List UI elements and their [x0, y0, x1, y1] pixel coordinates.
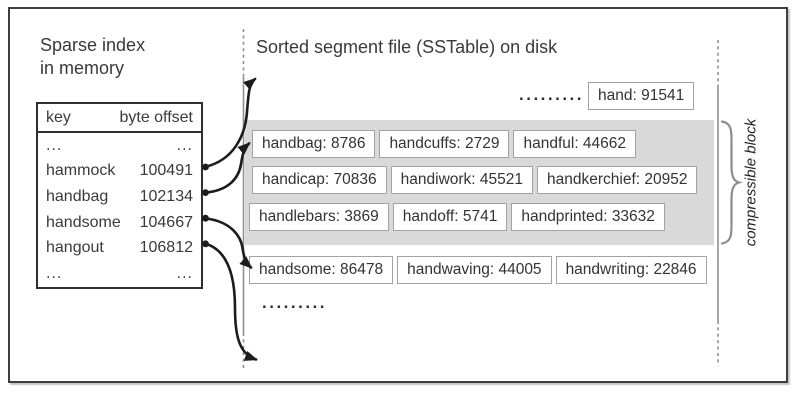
- segment-entry: handlebars: 3869: [249, 203, 389, 231]
- segment-entry: handwriting: 22846: [555, 256, 707, 284]
- index-key: ...: [46, 264, 63, 282]
- segment-entry: handful: 44662: [513, 130, 637, 158]
- index-table-row: hangout 106812: [38, 235, 201, 261]
- segment-file-title: Sorted segment file (SSTable) on disk: [256, 37, 558, 57]
- sparse-index-table: key byte offset ...... hammock 100491 handb…: [36, 102, 203, 289]
- index-table-row: hammock 100491: [38, 159, 201, 185]
- col-header-byte-offset: byte offset: [119, 108, 193, 126]
- segment-entry: handsome: 86478: [249, 256, 394, 284]
- index-byte-offset: 100491: [139, 162, 193, 180]
- index-table-row: ......: [38, 261, 201, 287]
- index-table-row: ......: [38, 133, 201, 159]
- segment-entry: handbag: 8786: [252, 130, 376, 158]
- index-byte-offset: ...: [176, 264, 193, 282]
- ellipsis-top: .........: [519, 85, 585, 104]
- index-table-header: key byte offset: [38, 104, 201, 133]
- index-key: ...: [46, 136, 63, 154]
- segment-entry: handicap: 70836: [252, 166, 387, 194]
- segment-row-top: hand: 91541: [588, 82, 695, 110]
- segment-entry: handcuffs: 2729: [379, 130, 510, 158]
- segment-entry: handoff: 5741: [392, 203, 508, 231]
- compressible-block-label: compressible block: [742, 118, 760, 247]
- index-key: handbag: [46, 187, 109, 205]
- index-table-row: handbag 102134: [38, 184, 201, 210]
- index-table-rows: ...... hammock 100491 handbag 102134 handsome…: [38, 133, 201, 287]
- index-key: hangout: [46, 239, 104, 257]
- segment-entry: handiwork: 45521: [390, 166, 534, 194]
- col-header-key: key: [46, 108, 71, 126]
- segment-entry: handkerchief: 20952: [537, 166, 698, 194]
- index-key: hammock: [46, 162, 116, 180]
- index-table-row: handsome 104667: [38, 210, 201, 236]
- sparse-index-title: Sparse index in memory: [40, 35, 146, 78]
- index-byte-offset: 102134: [139, 187, 193, 205]
- segment-entry: hand: 91541: [588, 82, 695, 110]
- index-byte-offset: ...: [176, 136, 193, 154]
- segment-entry: handwaving: 44005: [397, 256, 552, 284]
- segment-entry: handprinted: 33632: [511, 203, 665, 231]
- index-byte-offset: 106812: [139, 239, 193, 257]
- ellipsis-bottom: .........: [262, 293, 328, 312]
- index-key: handsome: [46, 213, 121, 231]
- index-byte-offset: 104667: [139, 213, 193, 231]
